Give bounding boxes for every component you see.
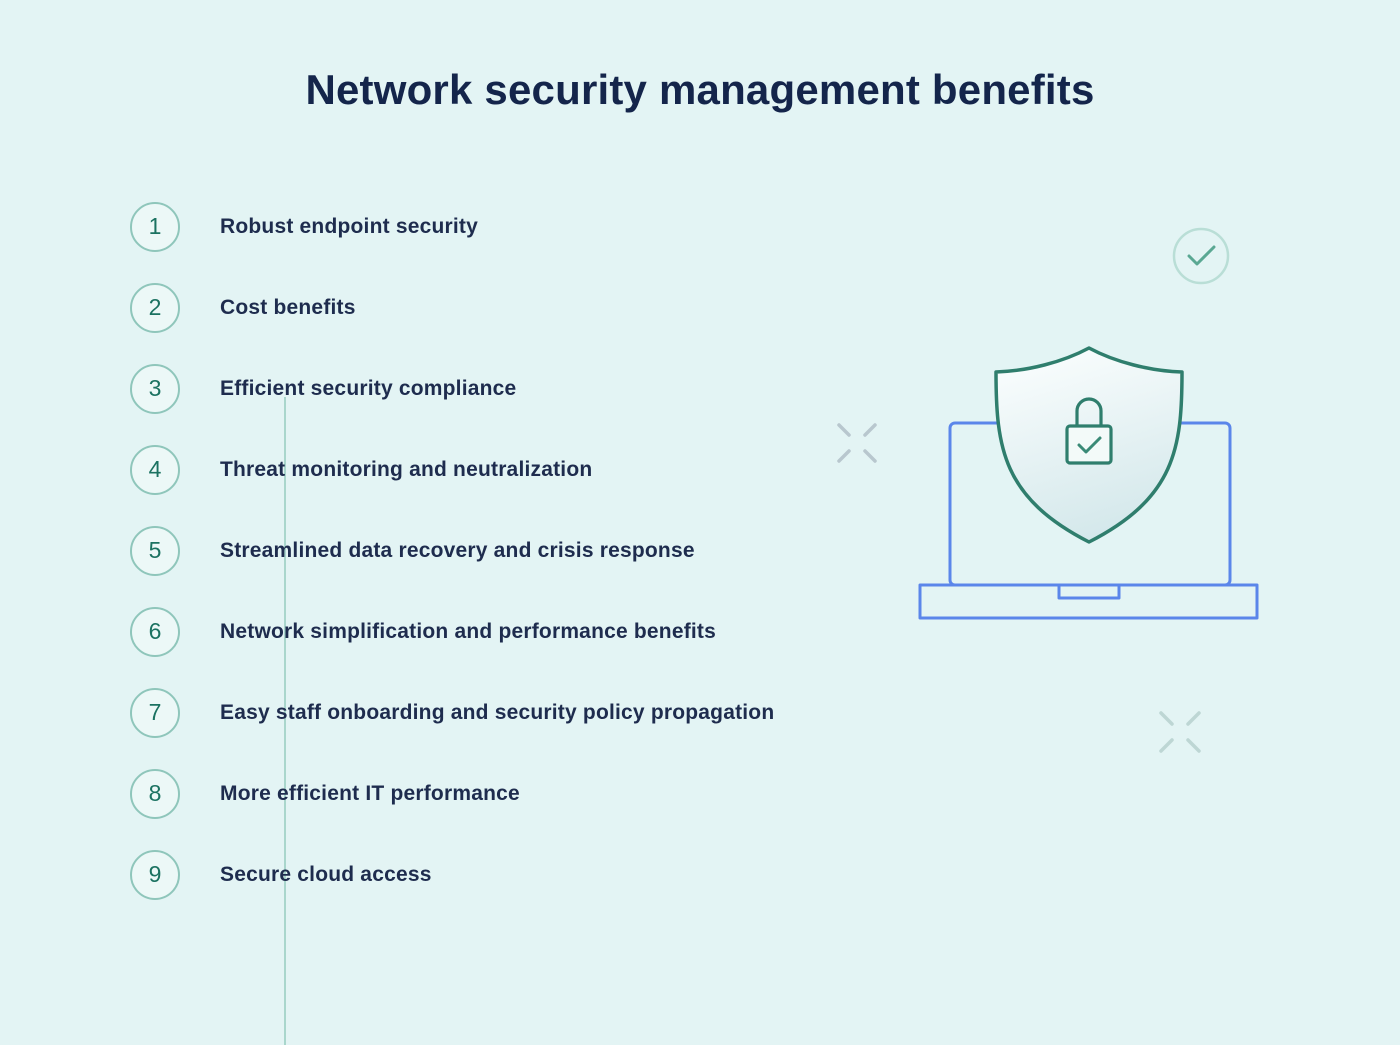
step-label: Robust endpoint security bbox=[220, 214, 478, 238]
step-number-badge: 7 bbox=[130, 687, 180, 738]
list-item: 8 More efficient IT performance bbox=[130, 753, 890, 834]
security-illustration bbox=[837, 227, 1259, 753]
step-number-badge: 5 bbox=[130, 525, 180, 576]
step-number-badge: 8 bbox=[130, 768, 180, 819]
list-item: 7 Easy staff onboarding and security pol… bbox=[130, 672, 890, 753]
list-item: 4 Threat monitoring and neutralization bbox=[130, 429, 890, 510]
step-number-badge: 4 bbox=[130, 444, 180, 495]
step-number-badge: 2 bbox=[130, 282, 180, 333]
step-label: Streamlined data recovery and crisis res… bbox=[220, 538, 695, 562]
step-label: Threat monitoring and neutralization bbox=[220, 457, 593, 481]
step-label: Network simplification and performance b… bbox=[220, 619, 716, 643]
list-item: 9 Secure cloud access bbox=[130, 834, 890, 915]
step-number-badge: 3 bbox=[130, 363, 180, 414]
list-item: 1 Robust endpoint security bbox=[130, 186, 890, 267]
step-label: Easy staff onboarding and security polic… bbox=[220, 700, 775, 724]
lock-icon bbox=[1065, 397, 1113, 465]
step-label: Efficient security compliance bbox=[220, 376, 517, 400]
benefits-list: 1 Robust endpoint security 2 Cost benefi… bbox=[130, 186, 890, 1045]
step-number-badge: 6 bbox=[130, 606, 180, 657]
step-label: Cost benefits bbox=[220, 295, 356, 319]
list-item: 6 Network simplification and performance… bbox=[130, 591, 890, 672]
infographic-canvas: Network security management benefits 1 R… bbox=[130, 66, 1259, 1045]
sparkle-icon bbox=[1159, 711, 1201, 753]
sparkle-icon bbox=[837, 423, 877, 463]
list-item: 2 Cost benefits bbox=[130, 267, 890, 348]
page-title: Network security management benefits bbox=[305, 66, 1095, 113]
step-label: More efficient IT performance bbox=[220, 781, 520, 805]
list-item: 5 Streamlined data recovery and crisis r… bbox=[130, 510, 890, 591]
step-number-badge: 1 bbox=[130, 201, 180, 252]
list-item: 3 Efficient security compliance bbox=[130, 348, 890, 429]
check-circle-icon bbox=[1172, 227, 1230, 285]
connector-line bbox=[284, 397, 286, 1045]
step-label: Secure cloud access bbox=[220, 862, 432, 886]
step-number-badge: 9 bbox=[130, 849, 180, 900]
